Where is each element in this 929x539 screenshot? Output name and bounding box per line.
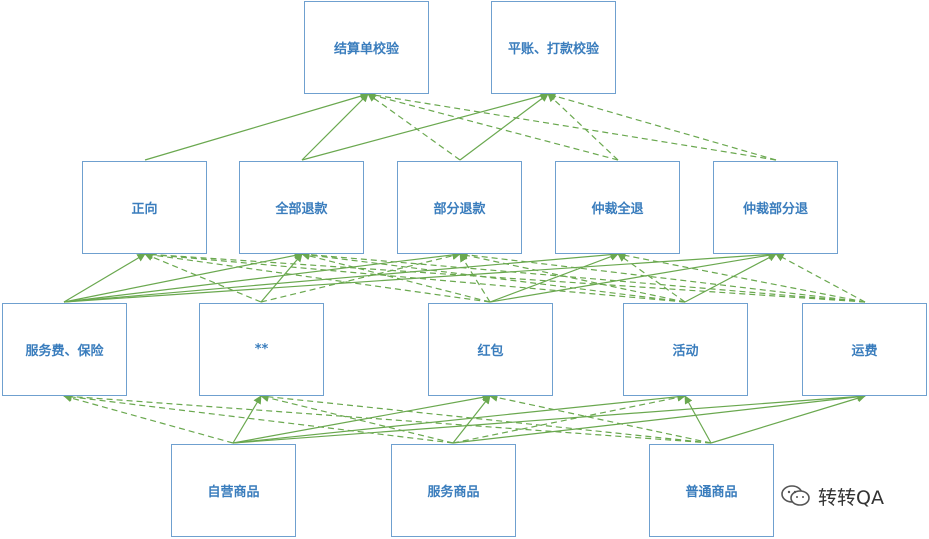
node-partial-refund: 部分退款 bbox=[397, 161, 522, 254]
edge-arrow bbox=[452, 395, 491, 444]
node-reconcile-check: 平账、打款校验 bbox=[491, 1, 616, 94]
node-arbitration-partial: 仲裁部分退 bbox=[713, 161, 838, 254]
node-shipping: 运费 bbox=[802, 303, 927, 396]
edge-arrow bbox=[459, 251, 686, 303]
edge-arrow bbox=[144, 250, 686, 303]
edge-arrow bbox=[144, 92, 369, 161]
node-full-refund: 全部退款 bbox=[239, 161, 364, 254]
edge-arrow bbox=[301, 93, 369, 161]
edge-arrow bbox=[260, 251, 461, 303]
edge-arrow bbox=[459, 250, 866, 303]
edge-arrow bbox=[367, 93, 461, 161]
node-forward: 正向 bbox=[82, 161, 207, 254]
edge-arrow bbox=[459, 93, 549, 161]
edge-arrow bbox=[367, 91, 619, 161]
node-label: 平账、打款校验 bbox=[507, 42, 599, 57]
edge-arrow bbox=[489, 251, 777, 303]
edge-arrow bbox=[547, 92, 777, 161]
node-label: 全部退款 bbox=[275, 202, 328, 217]
edge-arrow bbox=[301, 250, 686, 303]
edge-arrow bbox=[63, 392, 454, 444]
edge-arrow bbox=[710, 394, 866, 444]
edge-arrow bbox=[232, 395, 262, 444]
edge-arrow bbox=[547, 93, 619, 161]
edge-arrow bbox=[260, 393, 454, 444]
node-service-goods: 服务商品 bbox=[391, 444, 516, 537]
edge-arrow bbox=[684, 253, 777, 303]
node-settlement-check: 结算单校验 bbox=[304, 1, 429, 94]
node-label: 普通商品 bbox=[685, 485, 738, 500]
node-label: 服务费、保险 bbox=[25, 344, 104, 359]
wechat-icon bbox=[781, 485, 810, 506]
node-label: 自营商品 bbox=[207, 485, 260, 500]
node-arbitration-full: 仲裁全退 bbox=[555, 161, 680, 254]
watermark-text: 转转QA bbox=[818, 486, 884, 509]
edge-arrow bbox=[232, 392, 866, 444]
edge-arrow bbox=[301, 250, 866, 303]
node-self-goods: 自营商品 bbox=[171, 444, 296, 537]
node-label: ** bbox=[254, 342, 269, 357]
node-label: 活动 bbox=[672, 344, 699, 359]
node-masked: ** bbox=[199, 303, 324, 396]
node-label: 运费 bbox=[851, 344, 878, 359]
edge-arrow bbox=[63, 253, 146, 303]
node-service-fee: 服务费、保险 bbox=[2, 303, 127, 396]
edge-arrow bbox=[63, 392, 712, 444]
edge-arrow bbox=[459, 253, 491, 303]
edge-arrow bbox=[144, 250, 491, 303]
edge-arrow bbox=[617, 253, 686, 303]
edge-arrow bbox=[260, 253, 303, 303]
edge-arrow bbox=[617, 251, 866, 303]
node-label: 部分退款 bbox=[433, 202, 486, 217]
node-label: 仲裁全退 bbox=[591, 202, 644, 217]
node-label: 仲裁部分退 bbox=[742, 202, 808, 217]
watermark: 转转QA bbox=[780, 481, 884, 511]
node-normal-goods: 普通商品 bbox=[649, 444, 774, 537]
edge-arrow bbox=[144, 253, 262, 303]
edge-arrow bbox=[775, 253, 866, 303]
node-red-packet: 红包 bbox=[428, 303, 553, 396]
node-label: 正向 bbox=[131, 202, 158, 217]
edge-arrow bbox=[489, 252, 619, 303]
edge-arrow bbox=[489, 393, 712, 444]
edge-arrow bbox=[301, 251, 491, 303]
node-label: 结算单校验 bbox=[333, 42, 399, 57]
edge-arrow bbox=[232, 392, 686, 444]
edge-arrow bbox=[63, 250, 777, 303]
edge-arrow bbox=[684, 395, 712, 444]
edge-arrow bbox=[260, 392, 712, 444]
edge-arrow bbox=[452, 392, 866, 444]
node-label: 红包 bbox=[477, 344, 504, 359]
node-label: 服务商品 bbox=[427, 485, 480, 500]
edge-arrow bbox=[144, 250, 866, 303]
edge-arrow bbox=[63, 393, 234, 444]
edge-arrow bbox=[301, 91, 549, 161]
edge-arrow bbox=[367, 91, 777, 161]
edge-arrow bbox=[232, 393, 491, 444]
node-activity: 活动 bbox=[623, 303, 748, 396]
